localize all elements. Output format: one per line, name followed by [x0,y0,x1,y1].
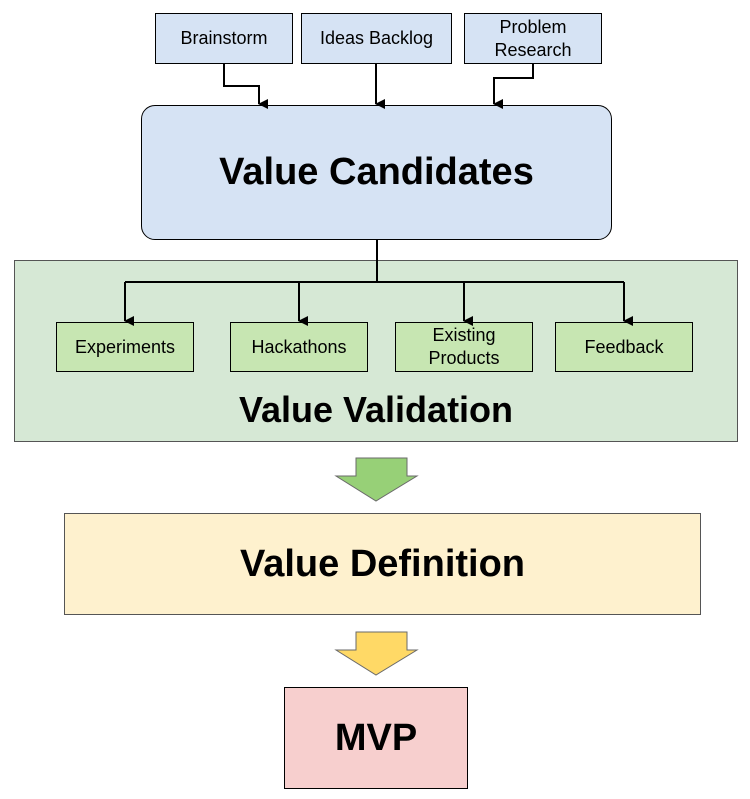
value-candidates-label: Value Candidates [219,151,534,193]
feedback-label: Feedback [584,336,664,357]
problem-research-connector [493,64,534,109]
experiments-label: Experiments [74,336,176,357]
value-definition-label: Value Definition [239,542,526,585]
value-validation-title: Value Validation [238,389,514,430]
brainstorm-box: Brainstorm [155,13,293,64]
experiments-box: Experiments [56,322,194,372]
ideas-backlog-box: Ideas Backlog [301,13,452,64]
feedback-box: Feedback [555,322,693,372]
problem-research-label: Problem Research [494,16,572,60]
brainstorm-connector [223,64,268,109]
mvp-label: MVP [334,716,418,759]
value-definition-box: Value Definition [64,513,701,615]
existing-products-box: Existing Products [395,322,533,372]
problem-research-box: Problem Research [464,13,602,64]
ideas-backlog-label: Ideas Backlog [319,28,434,48]
brainstorm-label: Brainstorm [180,28,268,48]
existing-products-label: Existing Products [428,325,500,368]
validation-to-definition-arrow [334,457,419,502]
definition-to-mvp-arrow [334,631,419,676]
value-candidates-box: Value Candidates [141,105,612,240]
hackathons-label: Hackathons [251,336,347,357]
hackathons-box: Hackathons [230,322,368,372]
mvp-box: MVP [284,687,468,789]
